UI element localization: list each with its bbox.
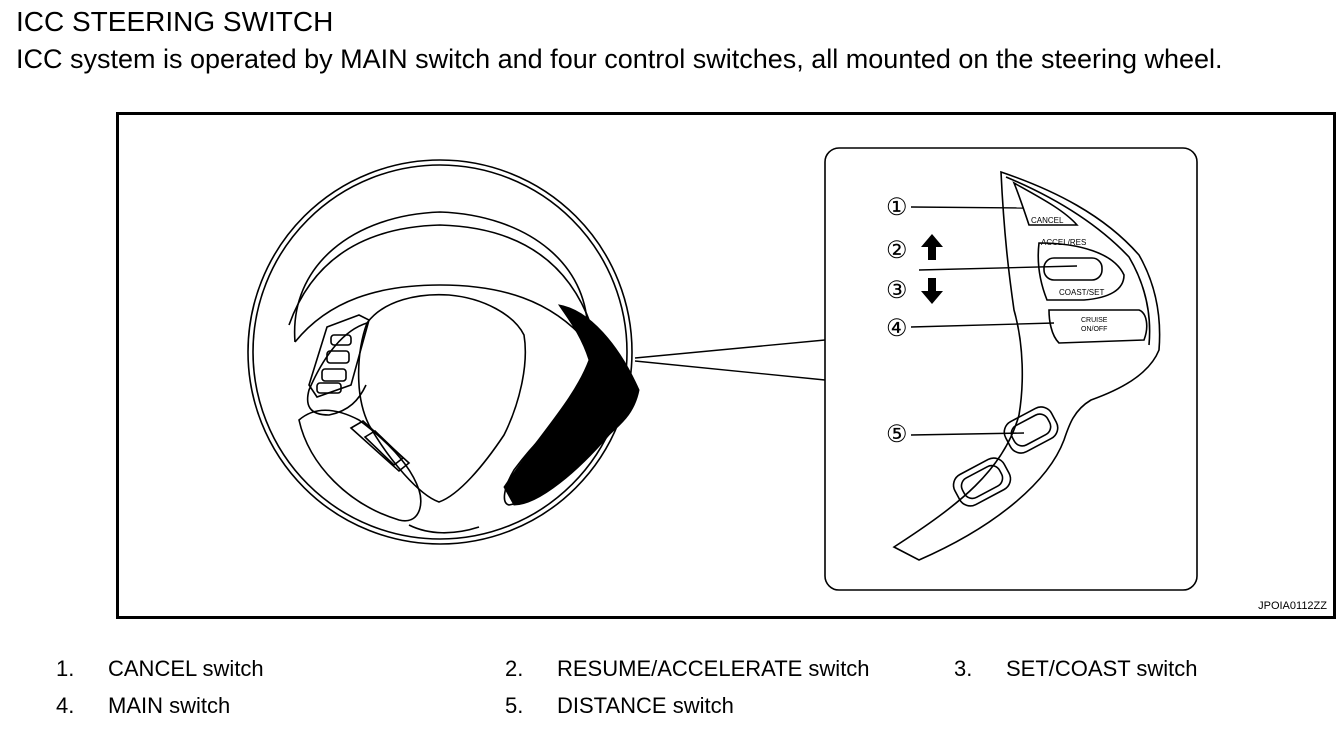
leader-line: [634, 339, 826, 381]
legend-label: RESUME/ACCELERATE switch: [557, 656, 870, 681]
steering-wheel-illustration: [247, 159, 633, 545]
intro-text: ICC system is operated by MAIN switch an…: [16, 44, 1223, 74]
legend-number: 5.: [505, 693, 524, 718]
highlighted-switch-area: [503, 304, 640, 506]
legend-number: 1.: [56, 656, 75, 681]
cruise-switch-text-line2: ON/OFF: [1081, 326, 1107, 333]
legend-label: CANCEL switch: [108, 656, 264, 681]
cancel-switch-text: CANCEL: [1031, 216, 1064, 225]
legend-label: DISTANCE switch: [557, 693, 734, 718]
accel-res-switch-text: ACCEL/RES: [1041, 238, 1086, 247]
callout-2: ②: [886, 237, 908, 264]
callout-leaders: [910, 206, 1078, 436]
steering-switch-figure: CANCEL ACCEL/RES COAST/SET CRUISE ON/OFF…: [116, 112, 1336, 619]
figure-id: JPOIA0112ZZ: [1258, 600, 1327, 612]
page-title: ICC STEERING SWITCH: [16, 6, 334, 37]
coast-set-switch-text: COAST/SET: [1059, 288, 1104, 297]
switch-cluster-outline: [892, 170, 1161, 561]
cruise-switch-text-line1: CRUISE: [1081, 317, 1108, 324]
callout-3: ③: [886, 277, 908, 304]
switch-legend: 1. CANCEL switch 2. RESUME/ACCELERATE sw…: [0, 648, 1344, 728]
arrow-up-icon: [921, 234, 943, 260]
legend-number: 4.: [56, 693, 75, 718]
callout-4: ④: [886, 315, 908, 342]
legend-number: 3.: [954, 656, 973, 681]
callout-1: ①: [886, 194, 908, 221]
legend-number: 2.: [505, 656, 524, 681]
arrow-down-icon: [921, 278, 943, 304]
legend-label: SET/COAST switch: [1006, 656, 1198, 681]
callout-5: ⑤: [886, 421, 908, 448]
figure-illustration: CANCEL ACCEL/RES COAST/SET CRUISE ON/OFF…: [247, 147, 1198, 591]
legend-label: MAIN switch: [108, 693, 231, 718]
detail-panel: [824, 147, 1198, 591]
